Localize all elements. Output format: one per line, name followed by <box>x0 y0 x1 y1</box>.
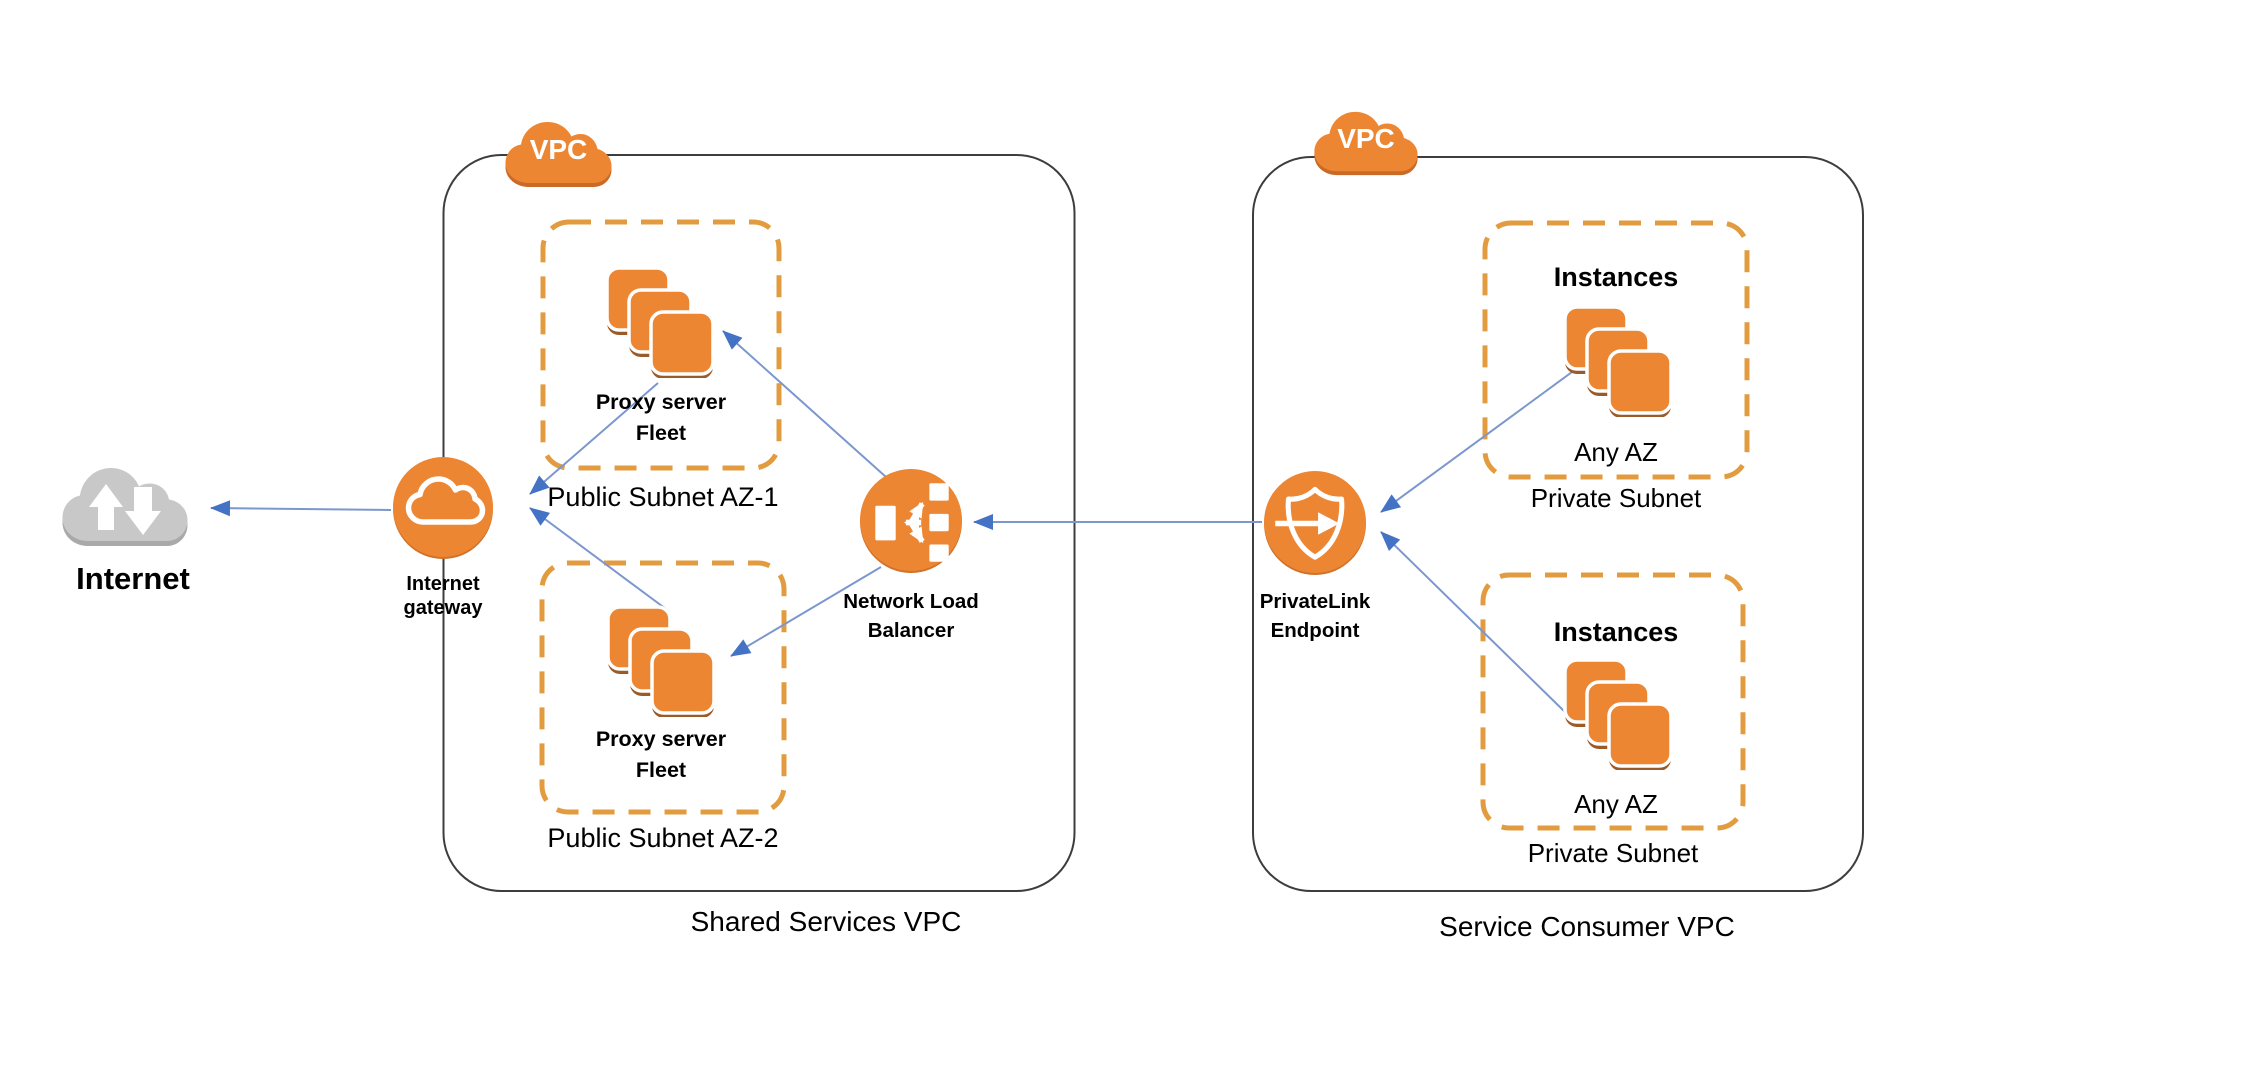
any-az-bottom-label: Any AZ <box>1574 789 1658 819</box>
public-subnet-az2-label: Public Subnet AZ-2 <box>547 823 779 853</box>
public-subnet-az2-box <box>539 560 787 815</box>
internet-label: Internet <box>76 561 190 596</box>
private-subnet-bottom-box <box>1480 572 1746 831</box>
stacked-instances-glyph <box>606 605 716 717</box>
shared-services-vpc-label: Shared Services VPC <box>690 906 962 937</box>
arrow-instances-top-to-privatelink <box>1380 371 1573 513</box>
private-subnet-top-box <box>1482 220 1750 480</box>
service-consumer-vpc-label: Service Consumer VPC <box>1439 911 1735 942</box>
privatelink-endpoint-icon <box>1264 471 1366 575</box>
instances-bottom-icon <box>1563 658 1673 770</box>
internet-gateway-label: Internet gateway <box>403 573 483 620</box>
stacked-instances-glyph <box>1563 658 1673 770</box>
public-subnet-az1-box <box>540 219 782 471</box>
instances-top-title: Instances <box>1553 262 1679 292</box>
right-arrow-glyph <box>1318 512 1340 535</box>
arrow-fleet-az2-to-gateway <box>529 507 667 610</box>
internet-gateway-icon <box>393 457 493 559</box>
vpc-cloud-badge-icon <box>505 122 612 187</box>
public-subnet-az1-label: Public Subnet AZ-1 <box>547 482 779 512</box>
proxy-fleet-az2-icon <box>606 605 716 717</box>
service-consumer-vpc-box <box>1252 156 1864 892</box>
arrow-privatelink-to-nlb-not <box>730 566 882 657</box>
internet-cloud-icon <box>62 468 188 546</box>
proxy-fleet-az2-label: Proxy server Fleet <box>595 727 727 782</box>
upload-arrow-icon <box>89 484 123 530</box>
stacked-instances-glyph <box>1563 305 1673 417</box>
private-subnet-top-label: Private Subnet <box>1530 483 1702 513</box>
instances-bottom-title: Instances <box>1553 617 1679 647</box>
shared-vpc-badge-label: VPC <box>529 134 588 165</box>
privatelink-endpoint-label: PrivateLink Endpoint <box>1259 590 1371 642</box>
vpc-cloud-badge-icon <box>1314 111 1418 176</box>
arrow-nlb-to-fleet-az1 <box>722 330 887 478</box>
stacked-instances-glyph <box>605 266 715 378</box>
instances-top-icon <box>1563 305 1673 417</box>
proxy-fleet-az1-icon <box>605 266 715 378</box>
download-arrow-icon <box>125 487 161 535</box>
shield-glyph <box>1285 486 1345 560</box>
arrow-instances-bottom-to-privatelink <box>1380 531 1566 713</box>
arrow-fleet-az1-to-gateway <box>529 382 659 495</box>
gateway-cloud-glyph <box>405 476 486 525</box>
network-load-balancer-icon <box>860 469 962 573</box>
any-az-top-label: Any AZ <box>1574 437 1658 467</box>
consumer-vpc-badge-label: VPC <box>1337 123 1395 154</box>
proxy-fleet-az1-label: Proxy server Fleet <box>595 390 727 445</box>
network-load-balancer-label: Network Load Balancer <box>843 590 979 642</box>
arrow-gateway-to-internet <box>210 500 392 517</box>
private-subnet-bottom-label: Private Subnet <box>1527 838 1699 868</box>
